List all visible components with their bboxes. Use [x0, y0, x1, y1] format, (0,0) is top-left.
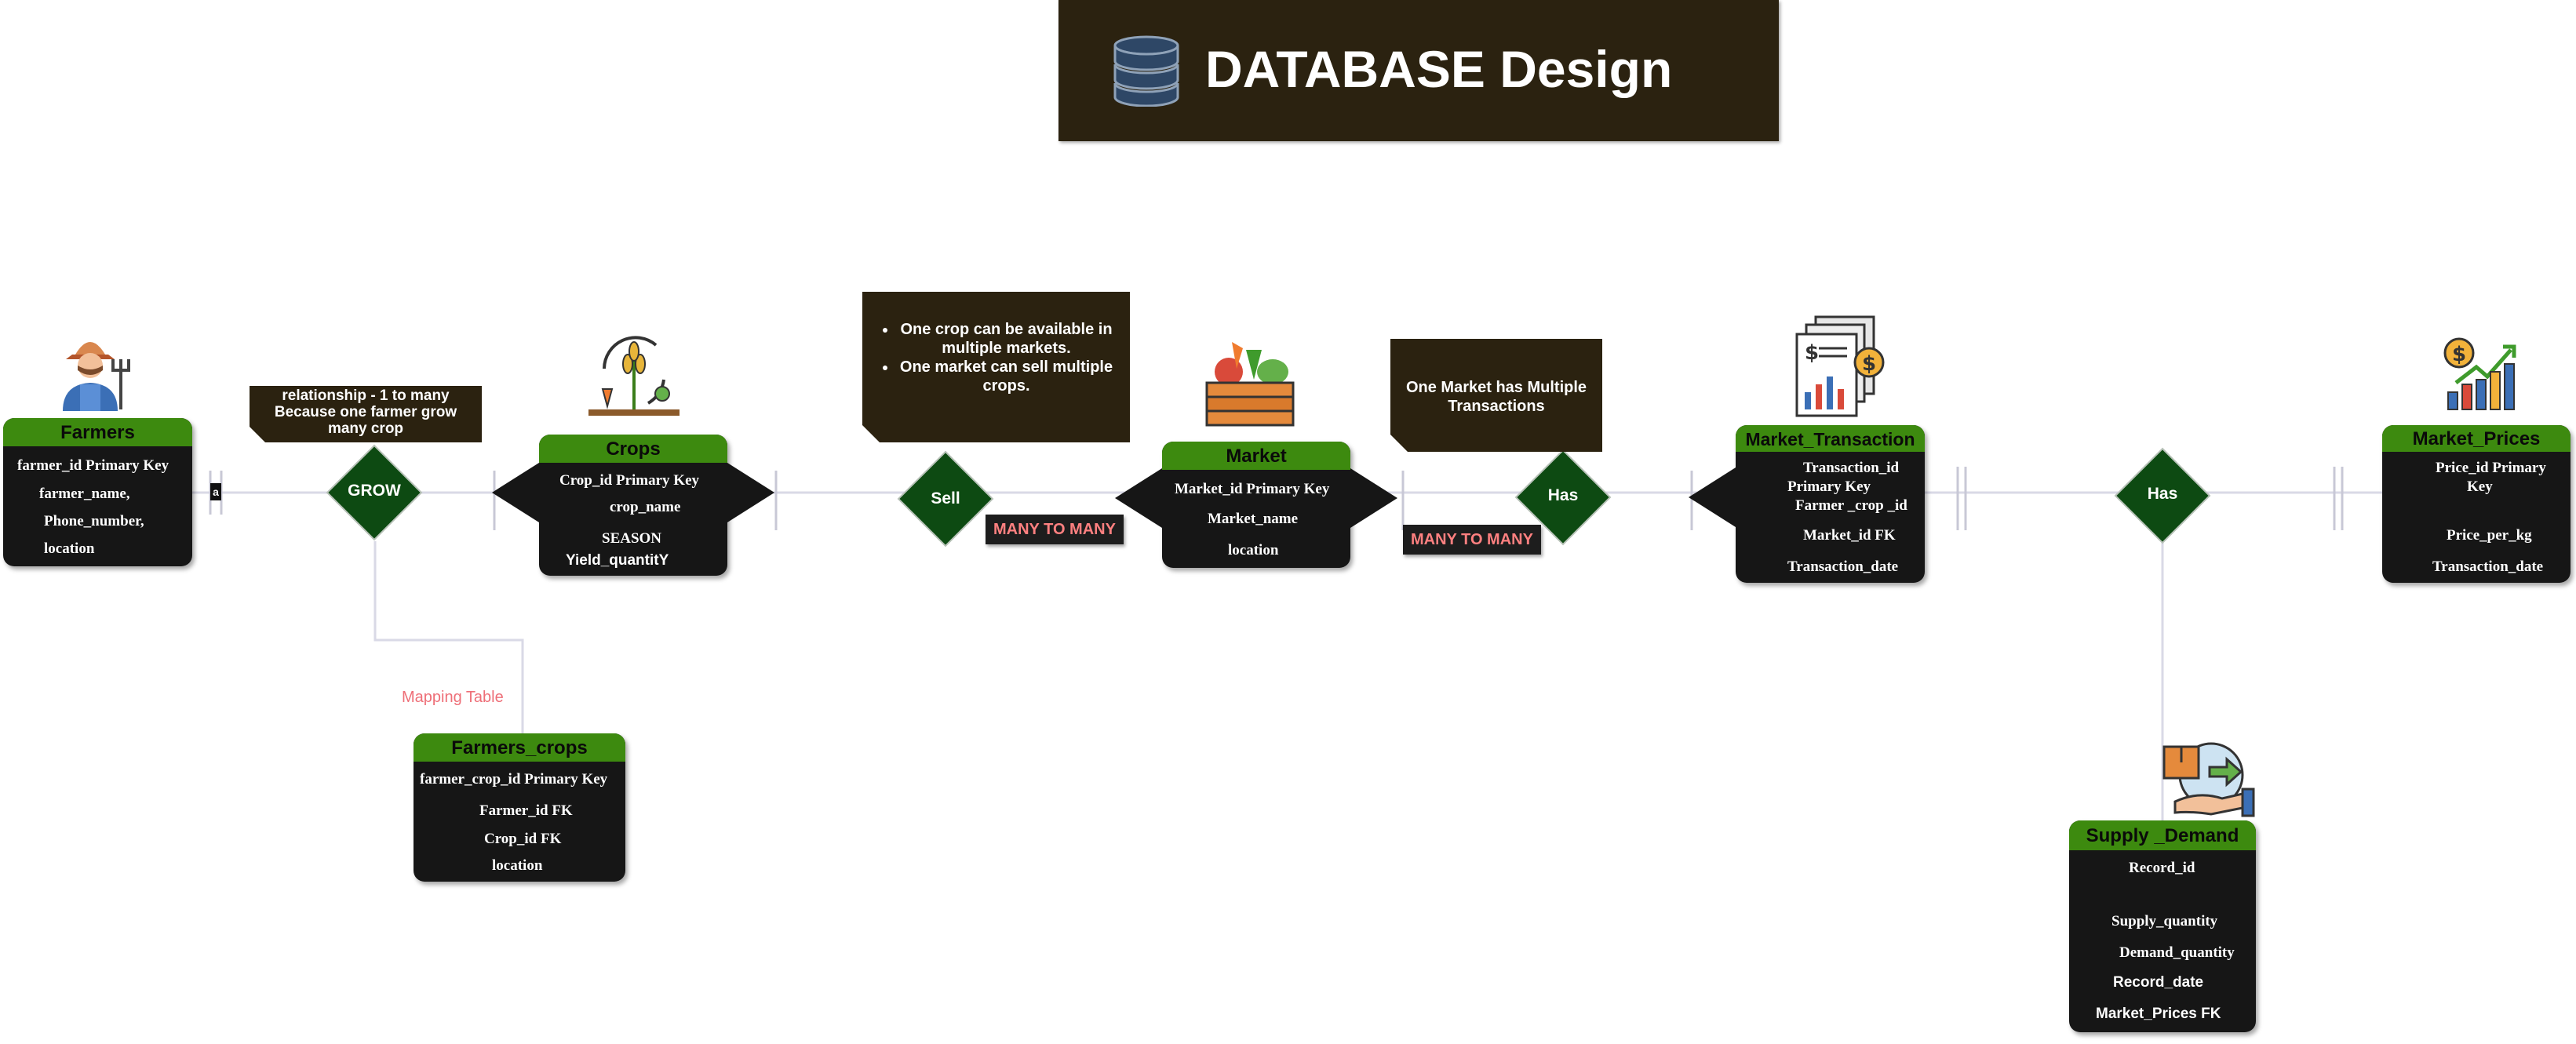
- crops-attr-season: SEASON: [602, 530, 662, 547]
- prices-attr-key: Key: [2467, 478, 2493, 495]
- has-label-prices: Has: [2147, 485, 2178, 503]
- has-note-shape: [1390, 339, 1602, 452]
- has-note: One Market has Multiple Transactions: [1390, 378, 1602, 416]
- market-transaction-entity[interactable]: Market_Transaction Transaction_id Primar…: [1736, 425, 1925, 583]
- grow-note-line-1: relationship - 1 to many: [282, 387, 450, 404]
- svg-text:$: $: [1805, 341, 1819, 365]
- sell-note-shape: [862, 292, 1130, 442]
- has-label-market: Has: [1547, 486, 1579, 504]
- mapping-table-label: Mapping Table: [402, 689, 504, 706]
- has-note-line-2: Transactions: [1448, 398, 1545, 415]
- crops-attr-crop-id: Crop_id Primary Key: [559, 472, 700, 489]
- supply-demand-entity-title: Supply _Demand: [2069, 820, 2256, 850]
- farmers-crops-entity[interactable]: Farmers_crops farmer_crop_id Primary Key…: [414, 733, 625, 882]
- supply-attr-demand-quantity: Demand_quantity: [2119, 944, 2235, 961]
- financial-report-icon: $ $: [1795, 315, 1885, 417]
- supply-attr-supply-quantity: Supply_quantity: [2111, 913, 2218, 929]
- sell-label: Sell: [931, 489, 960, 507]
- crops-entity[interactable]: Crops Crop_id Primary Key crop_name SEAS…: [539, 435, 727, 576]
- database-icon: [1113, 35, 1179, 107]
- market-prices-entity[interactable]: Market_Prices Price_id Primary Key Price…: [2382, 425, 2571, 583]
- farmers-attr-phone-number: Phone_number,: [44, 513, 144, 529]
- transaction-attr-transaction-id: Transaction_id: [1803, 460, 1900, 476]
- grow-note-line-3: many crop: [327, 420, 404, 437]
- farmers-crops-attr-location: location: [492, 857, 543, 874]
- price-growth-chart-icon: $: [2443, 337, 2516, 410]
- farmers-entity[interactable]: Farmers farmer_id Primary Key farmer_nam…: [3, 418, 192, 566]
- supply-attr-record-id: Record_id: [2129, 860, 2195, 876]
- has-diamond-prices[interactable]: [2114, 447, 2211, 544]
- sell-note-item-1: One crop can be available in multiple ma…: [897, 320, 1116, 358]
- farmers-crops-attr-id: farmer_crop_id Primary Key: [420, 771, 608, 788]
- many-to-many-tag-has: MANY TO MANY: [1403, 525, 1541, 555]
- market-prices-entity-title: Market_Prices: [2382, 425, 2571, 452]
- farmer-icon: [63, 342, 130, 411]
- farmers-crops-entity-title: Farmers_crops: [414, 733, 625, 762]
- delivery-box-hand-icon: [2162, 742, 2255, 817]
- market-attr-market-id: Market_id Primary Key: [1175, 481, 1330, 497]
- supply-attr-market-prices-fk: Market_Prices FK: [2096, 1006, 2221, 1022]
- prices-attr-price-id: Price_id Primary: [2436, 460, 2546, 476]
- sell-diamond[interactable]: [897, 450, 994, 547]
- page-title: DATABASE Design: [1205, 40, 1673, 98]
- transaction-attr-market-id: Market_id FK: [1803, 527, 1896, 544]
- crops-attr-yield-quantity: Yield_quantitY: [566, 552, 669, 569]
- has-diamond-market[interactable]: [1514, 449, 1612, 546]
- transaction-attr-farmer-crop-id: Farmer _crop _id: [1795, 497, 1907, 514]
- market-transaction-entity-title: Market_Transaction: [1736, 425, 1925, 452]
- market-attr-market-name: Market_name: [1208, 511, 1299, 527]
- farmers-crops-attr-crop-id: Crop_id FK: [484, 831, 562, 847]
- supply-demand-entity[interactable]: Supply _Demand Record_id Supply_quantity…: [2069, 820, 2256, 1032]
- farmers-attr-location: location: [44, 540, 95, 557]
- has-note-line-1: One Market has Multiple: [1405, 379, 1587, 396]
- svg-text:$: $: [1862, 352, 1876, 376]
- crop-plant-icon: [588, 336, 680, 416]
- prices-attr-price-per-kg: Price_per_kg: [2447, 527, 2532, 544]
- svg-text:$: $: [2452, 343, 2466, 366]
- farmers-attr-farmer-name: farmer_name,: [39, 486, 130, 502]
- crops-entity-title: Crops: [539, 435, 727, 463]
- farmers-crops-attr-farmer-id: Farmer_id FK: [479, 802, 573, 819]
- supply-attr-record-date: Record_date: [2113, 974, 2204, 991]
- grow-note-shape: [250, 386, 482, 442]
- grow-note: relationship - 1 to many Because one far…: [250, 387, 482, 437]
- prices-attr-transaction-date: Transaction_date: [2432, 558, 2544, 575]
- crops-attr-crop-name: crop_name: [610, 499, 681, 515]
- market-entity[interactable]: Market Market_id Primary Key Market_name…: [1162, 442, 1350, 568]
- vegetable-crate-icon: [1205, 342, 1295, 427]
- market-entity-title: Market: [1162, 442, 1350, 470]
- farmers-attr-farmer-id: farmer_id Primary Key: [17, 457, 169, 474]
- transaction-attr-transaction-date: Transaction_date: [1787, 558, 1899, 575]
- many-to-many-tag-sell: MANY TO MANY: [986, 515, 1124, 544]
- market-attr-location: location: [1228, 542, 1279, 558]
- grow-note-line-2: Because one farmer grow: [274, 404, 457, 420]
- grow-label: GROW: [348, 482, 401, 500]
- sell-note-item-2: One market can sell multiple crops.: [897, 358, 1116, 395]
- sell-note: One crop can be available in multiple ma…: [862, 320, 1130, 395]
- grow-diamond[interactable]: [326, 444, 423, 541]
- stub-label: a: [210, 483, 221, 500]
- transaction-attr-primary-key: Primary Key: [1787, 478, 1871, 495]
- farmers-entity-title: Farmers: [3, 418, 192, 446]
